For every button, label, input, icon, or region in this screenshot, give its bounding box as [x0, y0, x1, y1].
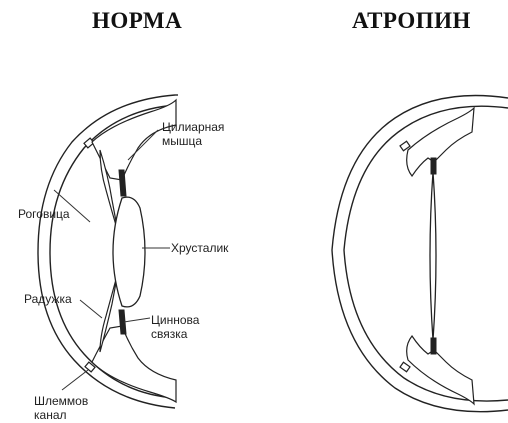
label-zinn-ligament: Циннова связка [151, 313, 199, 341]
atropine-ciliary-body-bottom [407, 336, 474, 404]
label-schlemm-canal: Шлеммов канал [34, 394, 88, 422]
leader-schlemm [62, 370, 88, 390]
atropine-schlemm-bottom [400, 362, 410, 372]
atropine-lens [430, 172, 436, 340]
leader-zinn [124, 318, 150, 322]
label-lens: Хрусталик [171, 241, 228, 255]
atropine-iris-top [431, 158, 436, 174]
leader-iris [80, 300, 102, 318]
atropine-eye [332, 96, 508, 412]
atropine-iris-bottom [431, 338, 436, 354]
label-iris: Радужка [24, 292, 72, 306]
atropine-ciliary-body-top [407, 108, 474, 176]
normal-eye [38, 95, 178, 408]
normal-lens [113, 197, 145, 307]
label-ciliary-muscle: Цилиарная мышца [162, 120, 224, 148]
label-cornea: Роговица [18, 207, 70, 221]
